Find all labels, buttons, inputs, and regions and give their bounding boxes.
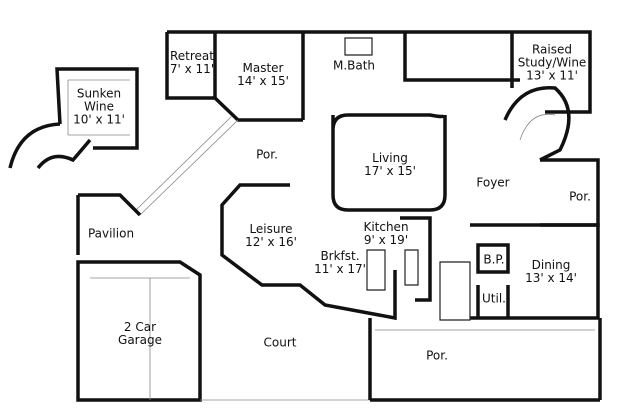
room-size: 13' x 11': [526, 68, 578, 83]
room-name: Kitchen: [363, 220, 409, 234]
room-name: Master: [242, 61, 284, 75]
room-size: 11' x 17': [314, 262, 366, 276]
room-name: Retreat: [169, 49, 214, 63]
room-name: Foyer: [476, 175, 510, 190]
room-name: Dining: [531, 258, 571, 272]
room-name: Brkfst.: [320, 249, 360, 263]
central-walls: [220, 183, 471, 321]
room-name: Wine: [84, 99, 114, 114]
room-util: Util.: [482, 291, 506, 306]
room-foyer: Foyer: [476, 175, 510, 190]
room-size: 14' x 15': [237, 74, 289, 88]
room-size: 17' x 15': [364, 164, 416, 178]
room-size: 7' x 11': [169, 62, 215, 76]
room-name: Sunken: [76, 86, 122, 101]
master-wing-walls: [76, 30, 512, 255]
room-size: 12' x 16': [245, 235, 297, 249]
room-name: M.Bath: [332, 58, 376, 73]
room-mbath: M.Bath: [332, 58, 376, 73]
room-name: B.P.: [483, 252, 505, 267]
room-bp: B.P.: [483, 252, 505, 267]
room-size: 13' x 14': [525, 271, 577, 285]
room-porch-west: Por.: [256, 147, 278, 162]
room-name: Pavilion: [87, 226, 135, 241]
room-name: Living: [372, 151, 408, 165]
room-name: Util.: [482, 291, 506, 306]
room-name: 2 Car: [123, 320, 157, 334]
east-walls: [470, 158, 600, 320]
garage-court-walls: [76, 260, 602, 402]
room-name: Court: [263, 335, 297, 350]
room-name: Por.: [569, 189, 591, 204]
room-name: Leisure: [249, 222, 293, 236]
sunken-wine-walls: [8, 67, 139, 170]
room-court: Court: [263, 335, 297, 350]
room-name: Raised: [531, 42, 572, 57]
room-brkfst: Brkfst.11' x 17': [314, 250, 366, 276]
room-size: 9' x 19': [363, 233, 409, 247]
room-name: Garage: [118, 333, 162, 347]
room-name: Study/Wine: [517, 55, 587, 70]
room-porch-south: Por.: [426, 348, 448, 363]
room-porch-east: Por.: [569, 189, 591, 204]
bath-study-walls: [331, 30, 592, 212]
room-size: 10' x 11': [73, 112, 125, 127]
room-pavilion: Pavilion: [87, 226, 135, 241]
room-name: Por.: [426, 348, 448, 363]
room-name: Por.: [256, 147, 278, 162]
